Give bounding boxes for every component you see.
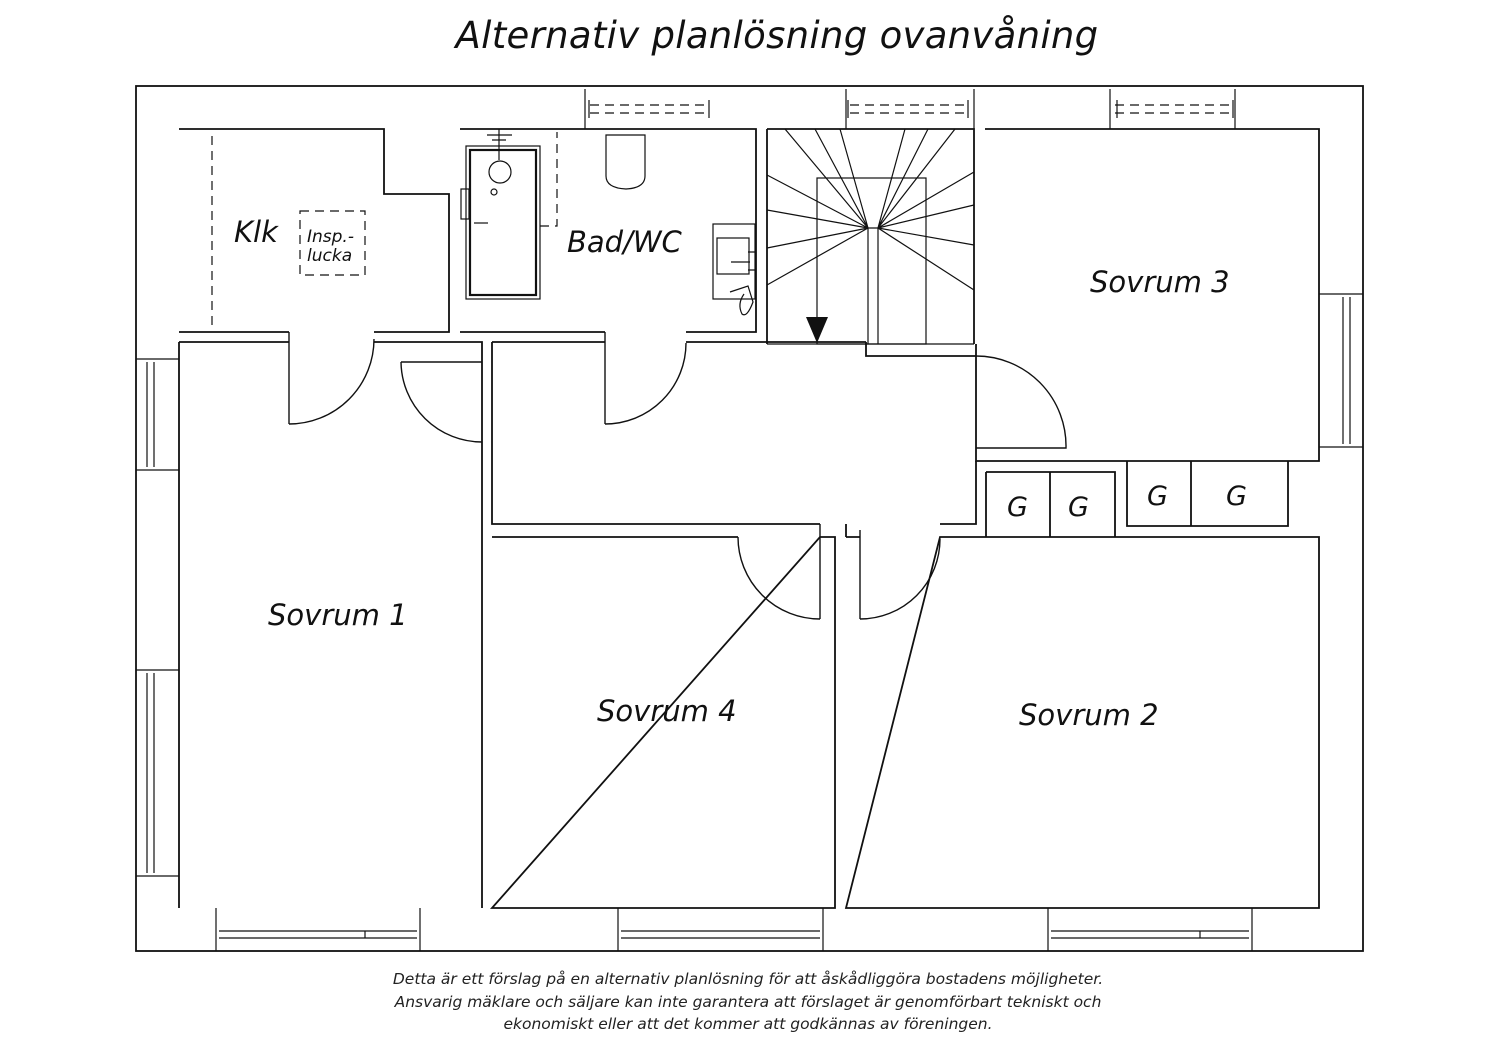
label-sovrum4: Sovrum 4 — [597, 694, 737, 728]
hall-walls — [178, 341, 977, 908]
sovrum2-door — [859, 530, 941, 620]
label-closet-4: G — [1226, 481, 1247, 512]
label-closet-3: G — [1147, 481, 1168, 512]
window-bottom-2 — [617, 908, 824, 951]
label-closet-1: G — [1007, 492, 1028, 523]
label-sovrum3: Sovrum 3 — [1090, 265, 1230, 299]
label-insp-2: lucka — [307, 246, 352, 266]
label-klk: Klk — [234, 215, 279, 249]
label-bad: Bad/WC — [567, 225, 683, 259]
disclaimer: Detta är ett förslag på en alternativ pl… — [0, 968, 1496, 1036]
klk-door — [288, 332, 375, 425]
sovrum3-door — [975, 355, 1067, 449]
disclaimer-line-1: Detta är ett förslag på en alternativ pl… — [392, 970, 1104, 988]
disclaimer-line-2: Ansvarig mäklare och säljare kan inte ga… — [394, 992, 1102, 1011]
klk-walls — [179, 128, 450, 333]
sovrum3-walls — [975, 128, 1320, 462]
insp-hatch — [299, 210, 366, 276]
toilet-icon — [605, 134, 646, 190]
sovrum4-walls — [490, 536, 836, 909]
closets-walls — [940, 461, 1289, 537]
window-right — [1319, 293, 1363, 448]
hall-door-left — [400, 361, 483, 443]
sink-icon — [712, 223, 756, 300]
plan-title: Alternativ planlösning ovanvåning — [455, 14, 1099, 57]
stair-arrow-icon — [806, 317, 828, 343]
window-bottom-3 — [1047, 908, 1253, 951]
radiator-icon — [584, 89, 1236, 129]
disclaimer-line-3: ekonomiskt eller att det kommer att godk… — [503, 1015, 993, 1033]
label-sovrum1: Sovrum 1 — [268, 598, 408, 632]
window-left-upper — [136, 358, 179, 471]
label-insp-1: Insp.- — [307, 227, 354, 247]
shower-icon — [468, 148, 538, 297]
bad-door — [604, 332, 687, 425]
window-bottom-1 — [215, 908, 421, 951]
label-sovrum2: Sovrum 2 — [1019, 698, 1159, 732]
bad-walls — [460, 128, 757, 333]
outer-wall — [135, 85, 1364, 952]
sovrum2-walls — [844, 524, 1320, 909]
stair-walls — [766, 128, 975, 344]
window-left-lower — [136, 669, 179, 877]
sovrum4-door — [737, 524, 821, 620]
label-closet-2: G — [1068, 492, 1089, 523]
